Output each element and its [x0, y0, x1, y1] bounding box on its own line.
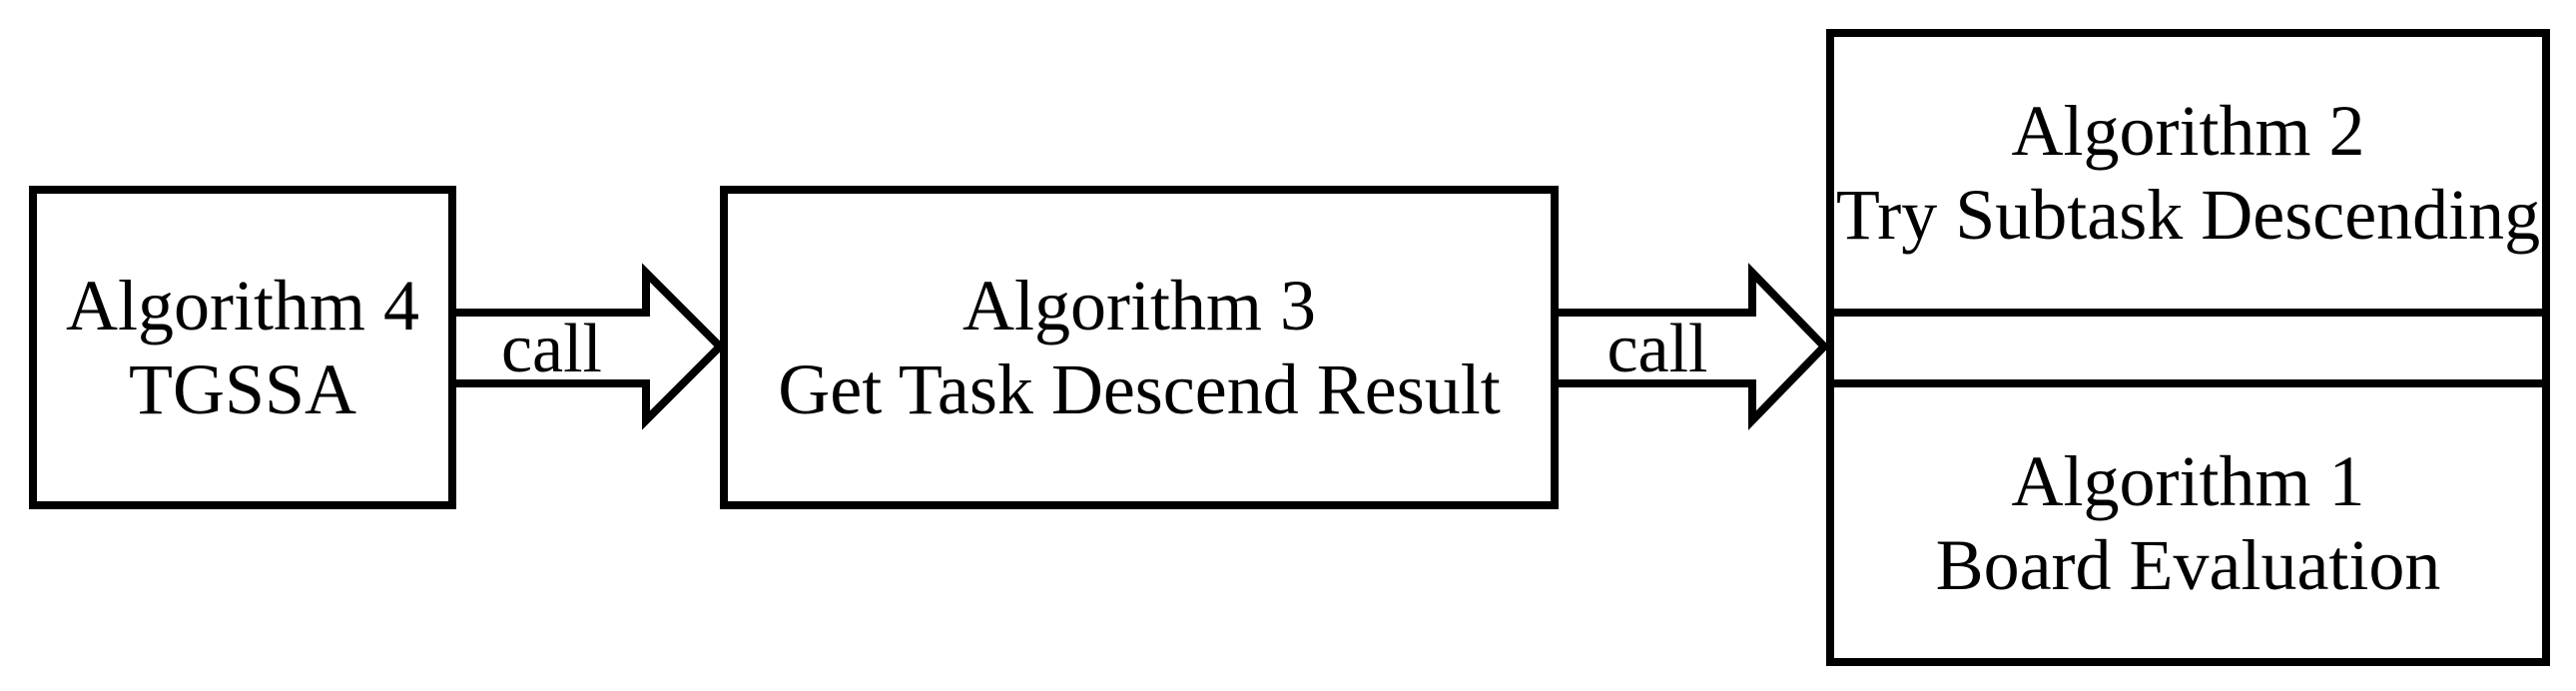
box-algorithm-1-subtitle: Board Evaluation	[1935, 524, 2441, 605]
divider-gap	[1834, 317, 2542, 379]
box-algorithm-4-tgssa: Algorithm 4 TGSSA	[29, 186, 456, 509]
box-algorithm-1-title: Algorithm 1	[2011, 440, 2365, 521]
section-algorithm-2-try-subtask-descending: Algorithm 2 Try Subtask Descending	[1834, 37, 2542, 309]
call-arrow-2	[1559, 263, 1830, 430]
call-arrow-1-label: call	[500, 311, 603, 387]
section-algorithm-1-board-evaluation: Algorithm 1 Board Evaluation	[1834, 387, 2542, 658]
box-algorithm-2-title: Algorithm 2	[2011, 91, 2365, 171]
call-arrow-2-shape	[1559, 263, 1830, 430]
box-algorithm-4-title: Algorithm 4	[66, 266, 419, 346]
box-algorithm-3-title: Algorithm 3	[963, 266, 1316, 346]
box-algorithm-3-get-task-descend-result: Algorithm 3 Get Task Descend Result	[720, 186, 1559, 509]
box-algorithm-3-subtitle: Get Task Descend Result	[778, 349, 1501, 429]
box-algorithm-2-subtitle: Try Subtask Descending	[1835, 175, 2541, 255]
divider-line-top	[1834, 309, 2542, 317]
box-algorithm-2-and-1-container: Algorithm 2 Try Subtask Descending Algor…	[1826, 29, 2550, 666]
call-arrow-2-label: call	[1607, 311, 1708, 387]
box-algorithm-4-subtitle: TGSSA	[128, 349, 357, 429]
divider-line-bottom	[1834, 379, 2542, 387]
